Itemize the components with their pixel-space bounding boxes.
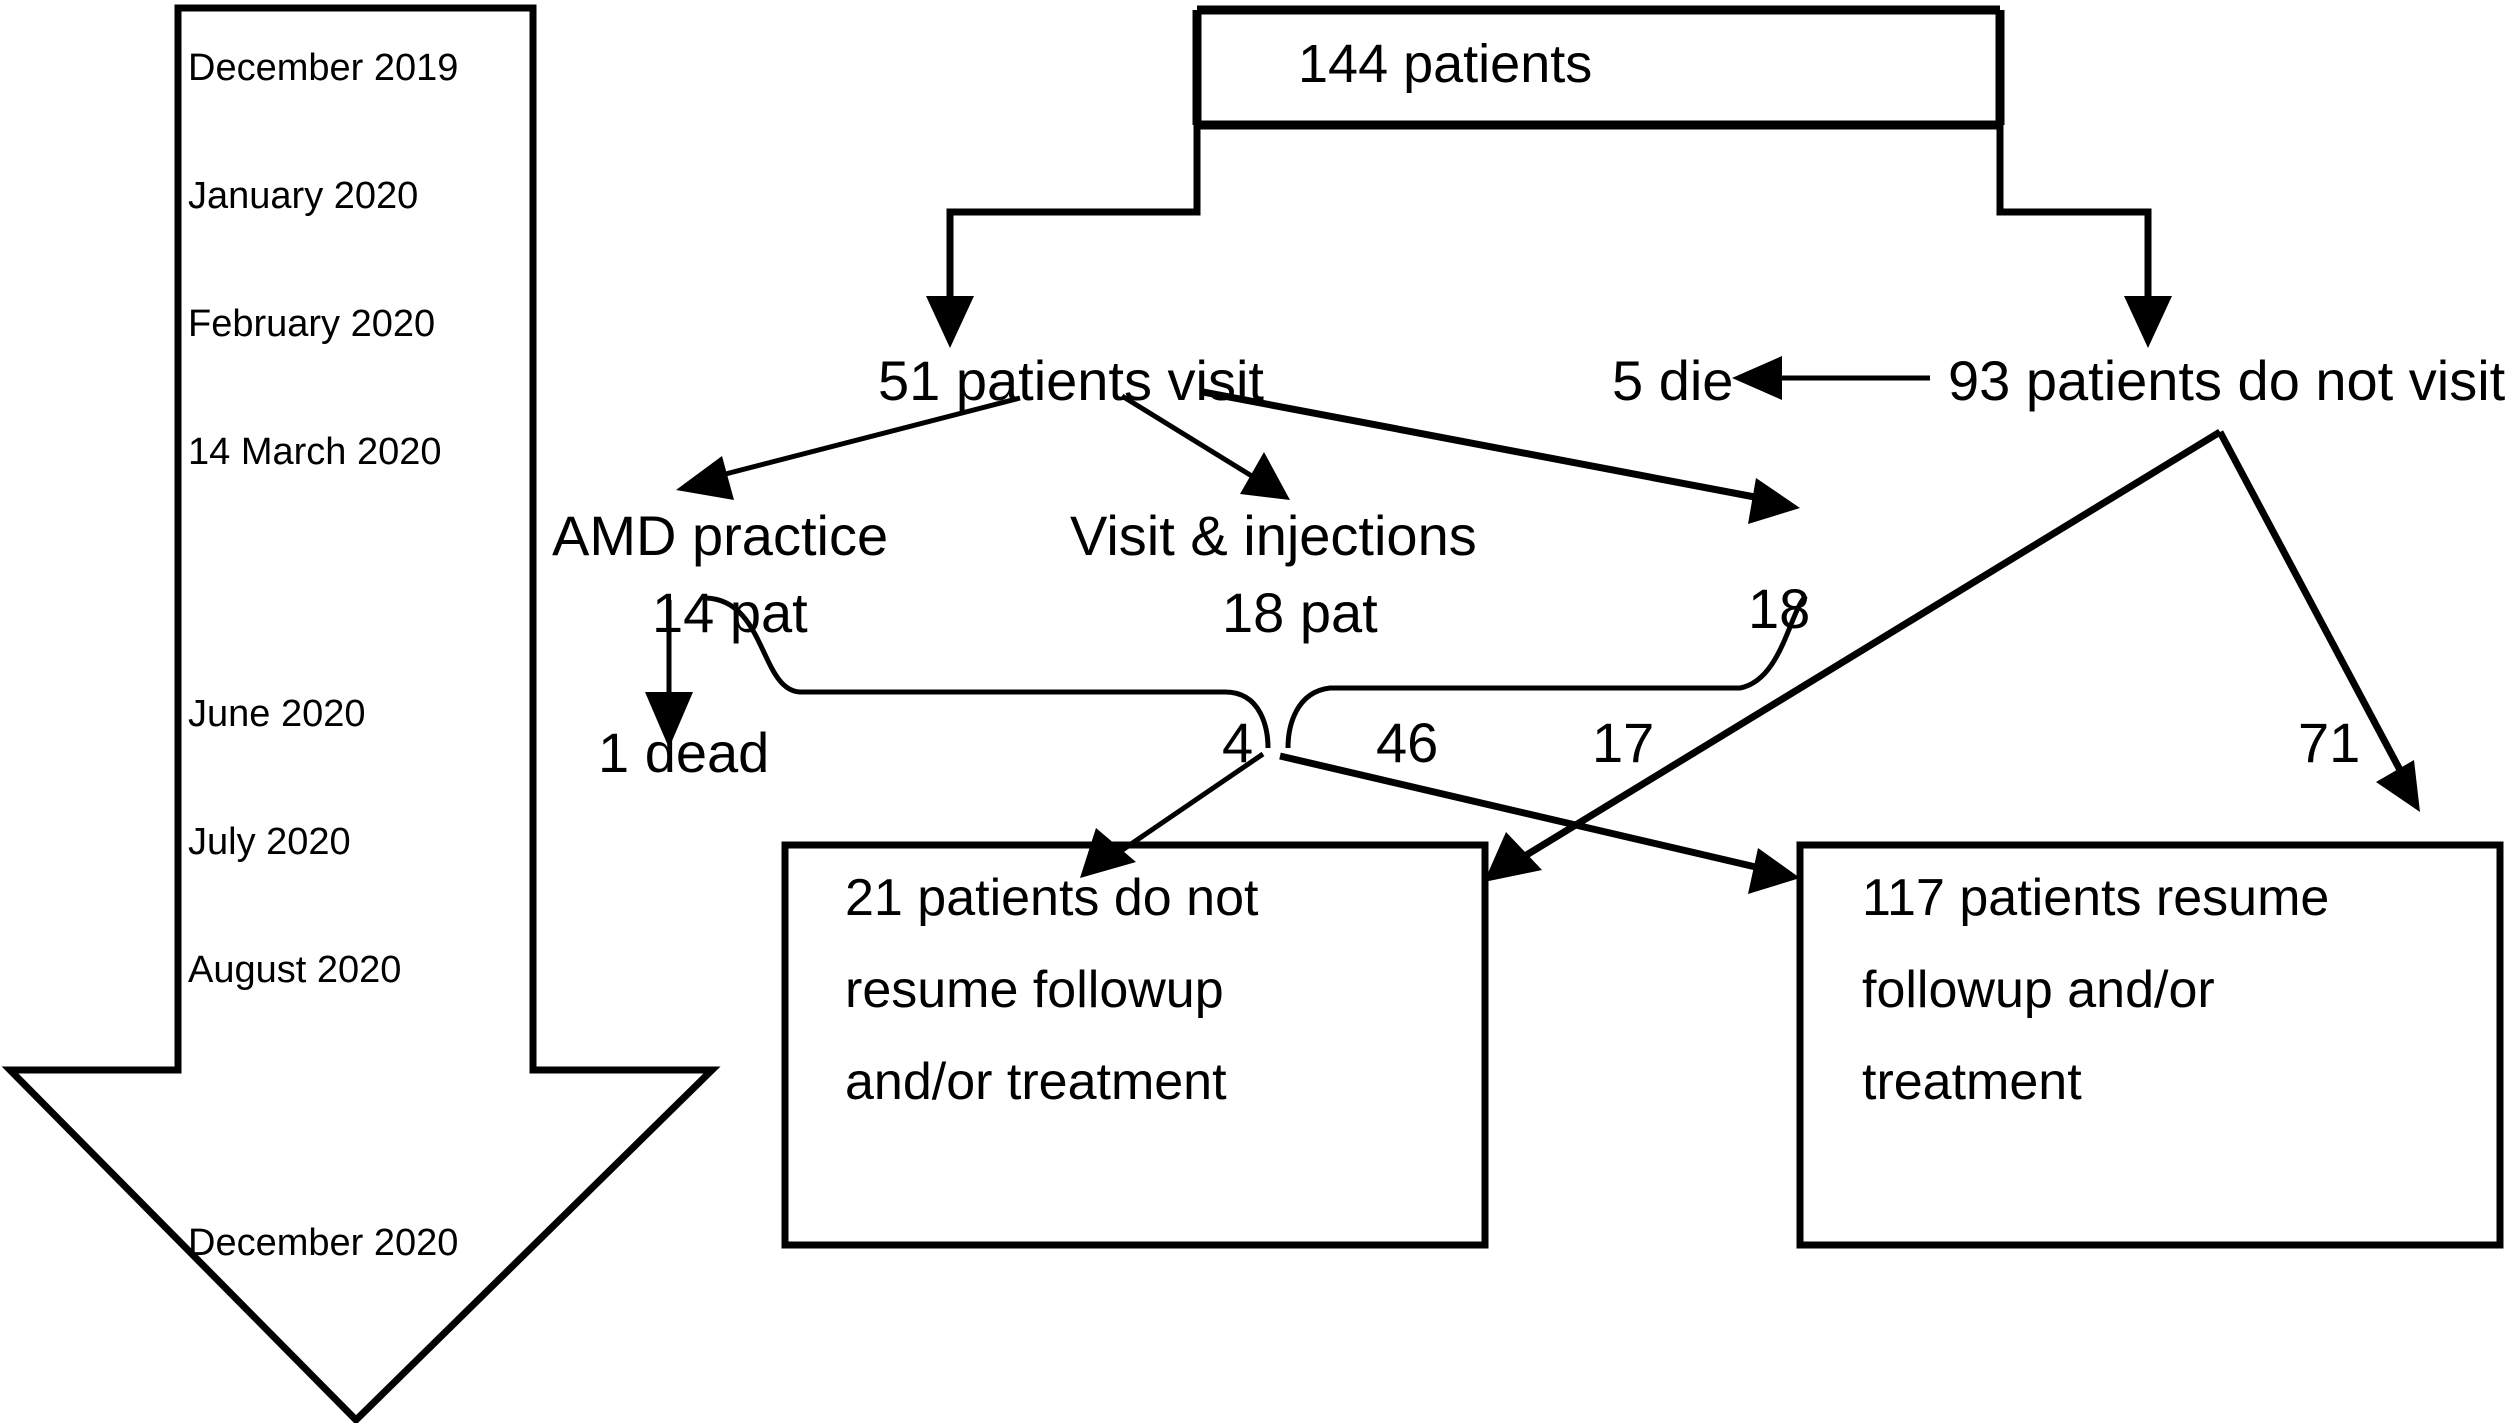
arrowhead-to-left-box [1080, 828, 1136, 878]
node-visit-injections-count: 18 pat [1222, 581, 1378, 644]
outcome-right-line-3: treatment [1862, 1053, 2082, 1111]
root-box-label: 144 patients [1298, 34, 1592, 94]
arrowhead-to-no-visit [2124, 296, 2172, 348]
outcome-box-right [1796, 841, 2504, 1249]
arrowhead-to-visit [926, 296, 974, 348]
edge-visit-to-amd [676, 395, 1021, 500]
arrowhead-to-die [1732, 356, 1782, 400]
edge-label-17: 17 [1592, 711, 1654, 774]
node-amd-practice-count: 14 pat [652, 581, 808, 644]
outcome-box-left [781, 841, 1489, 1249]
arrowhead-to-dead [645, 692, 693, 748]
outcome-left-line-1: 21 patients do not [845, 869, 1259, 927]
arrowhead-to-right-box-71 [2376, 760, 2420, 812]
node-amd-practice-label: AMD practice [552, 504, 888, 567]
node-die-label: 5 die [1612, 349, 1733, 412]
edge-visit-to-injections [1120, 393, 1290, 500]
timeline-arrow [1, 4, 721, 1423]
timeline-label-december-2019: December 2019 [188, 47, 458, 89]
timeline-label-december-2020: December 2020 [188, 1222, 458, 1264]
timeline-label-january-2020: January 2020 [188, 175, 418, 217]
edge-no-visit-to-die [1732, 356, 1930, 400]
node-visit-label: 51 patients visit [878, 349, 1264, 412]
root-box [1192, 5, 2005, 130]
node-no-visit-label: 93 patients do not visit [1948, 349, 2506, 412]
timeline-label-june-2020: June 2020 [188, 693, 366, 735]
edge-no-visit-cross-to-left-box [1484, 429, 2222, 882]
outcome-right-line-1: 117 patients resume [1862, 869, 2329, 927]
edge-amd-curve-to-junction [705, 595, 1271, 749]
root-split-connectors [926, 125, 2172, 348]
outcome-right-line-2: followup and/or [1862, 961, 2215, 1019]
timeline-label-14-march-2020: 14 March 2020 [188, 431, 442, 473]
edge-visit-long-right [1202, 388, 1800, 524]
node-visit-injections-label: Visit & injections [1070, 504, 1477, 567]
edge-label-71: 71 [2298, 711, 2360, 774]
outcome-left-line-2: resume followup [845, 961, 1224, 1019]
node-dead-label: 1 dead [598, 721, 769, 784]
edge-label-18: 18 [1748, 577, 1810, 640]
edge-injections-curve-to-junction [1285, 594, 1808, 749]
edge-junction-to-right-box [1279, 752, 1800, 894]
edge-junction-to-left-box [1080, 751, 1265, 878]
outcome-left-line-3: and/or treatment [845, 1053, 1227, 1111]
timeline-label-february-2020: February 2020 [188, 303, 435, 345]
edge-no-visit-to-right-box-71 [2216, 430, 2420, 812]
arrowhead-to-injections [1240, 452, 1290, 500]
arrowhead-to-left-box-17 [1484, 832, 1542, 882]
timeline-label-july-2020: July 2020 [188, 821, 351, 863]
arrowhead-to-amd [676, 456, 734, 500]
edge-label-4: 4 [1222, 711, 1253, 774]
timeline-label-august-2020: August 2020 [188, 949, 401, 991]
arrowhead-to-right-box-46 [1748, 848, 1800, 894]
edge-amd-to-dead [645, 600, 693, 748]
edge-label-46: 46 [1376, 711, 1438, 774]
arrowhead-visit-long-right [1748, 478, 1800, 524]
